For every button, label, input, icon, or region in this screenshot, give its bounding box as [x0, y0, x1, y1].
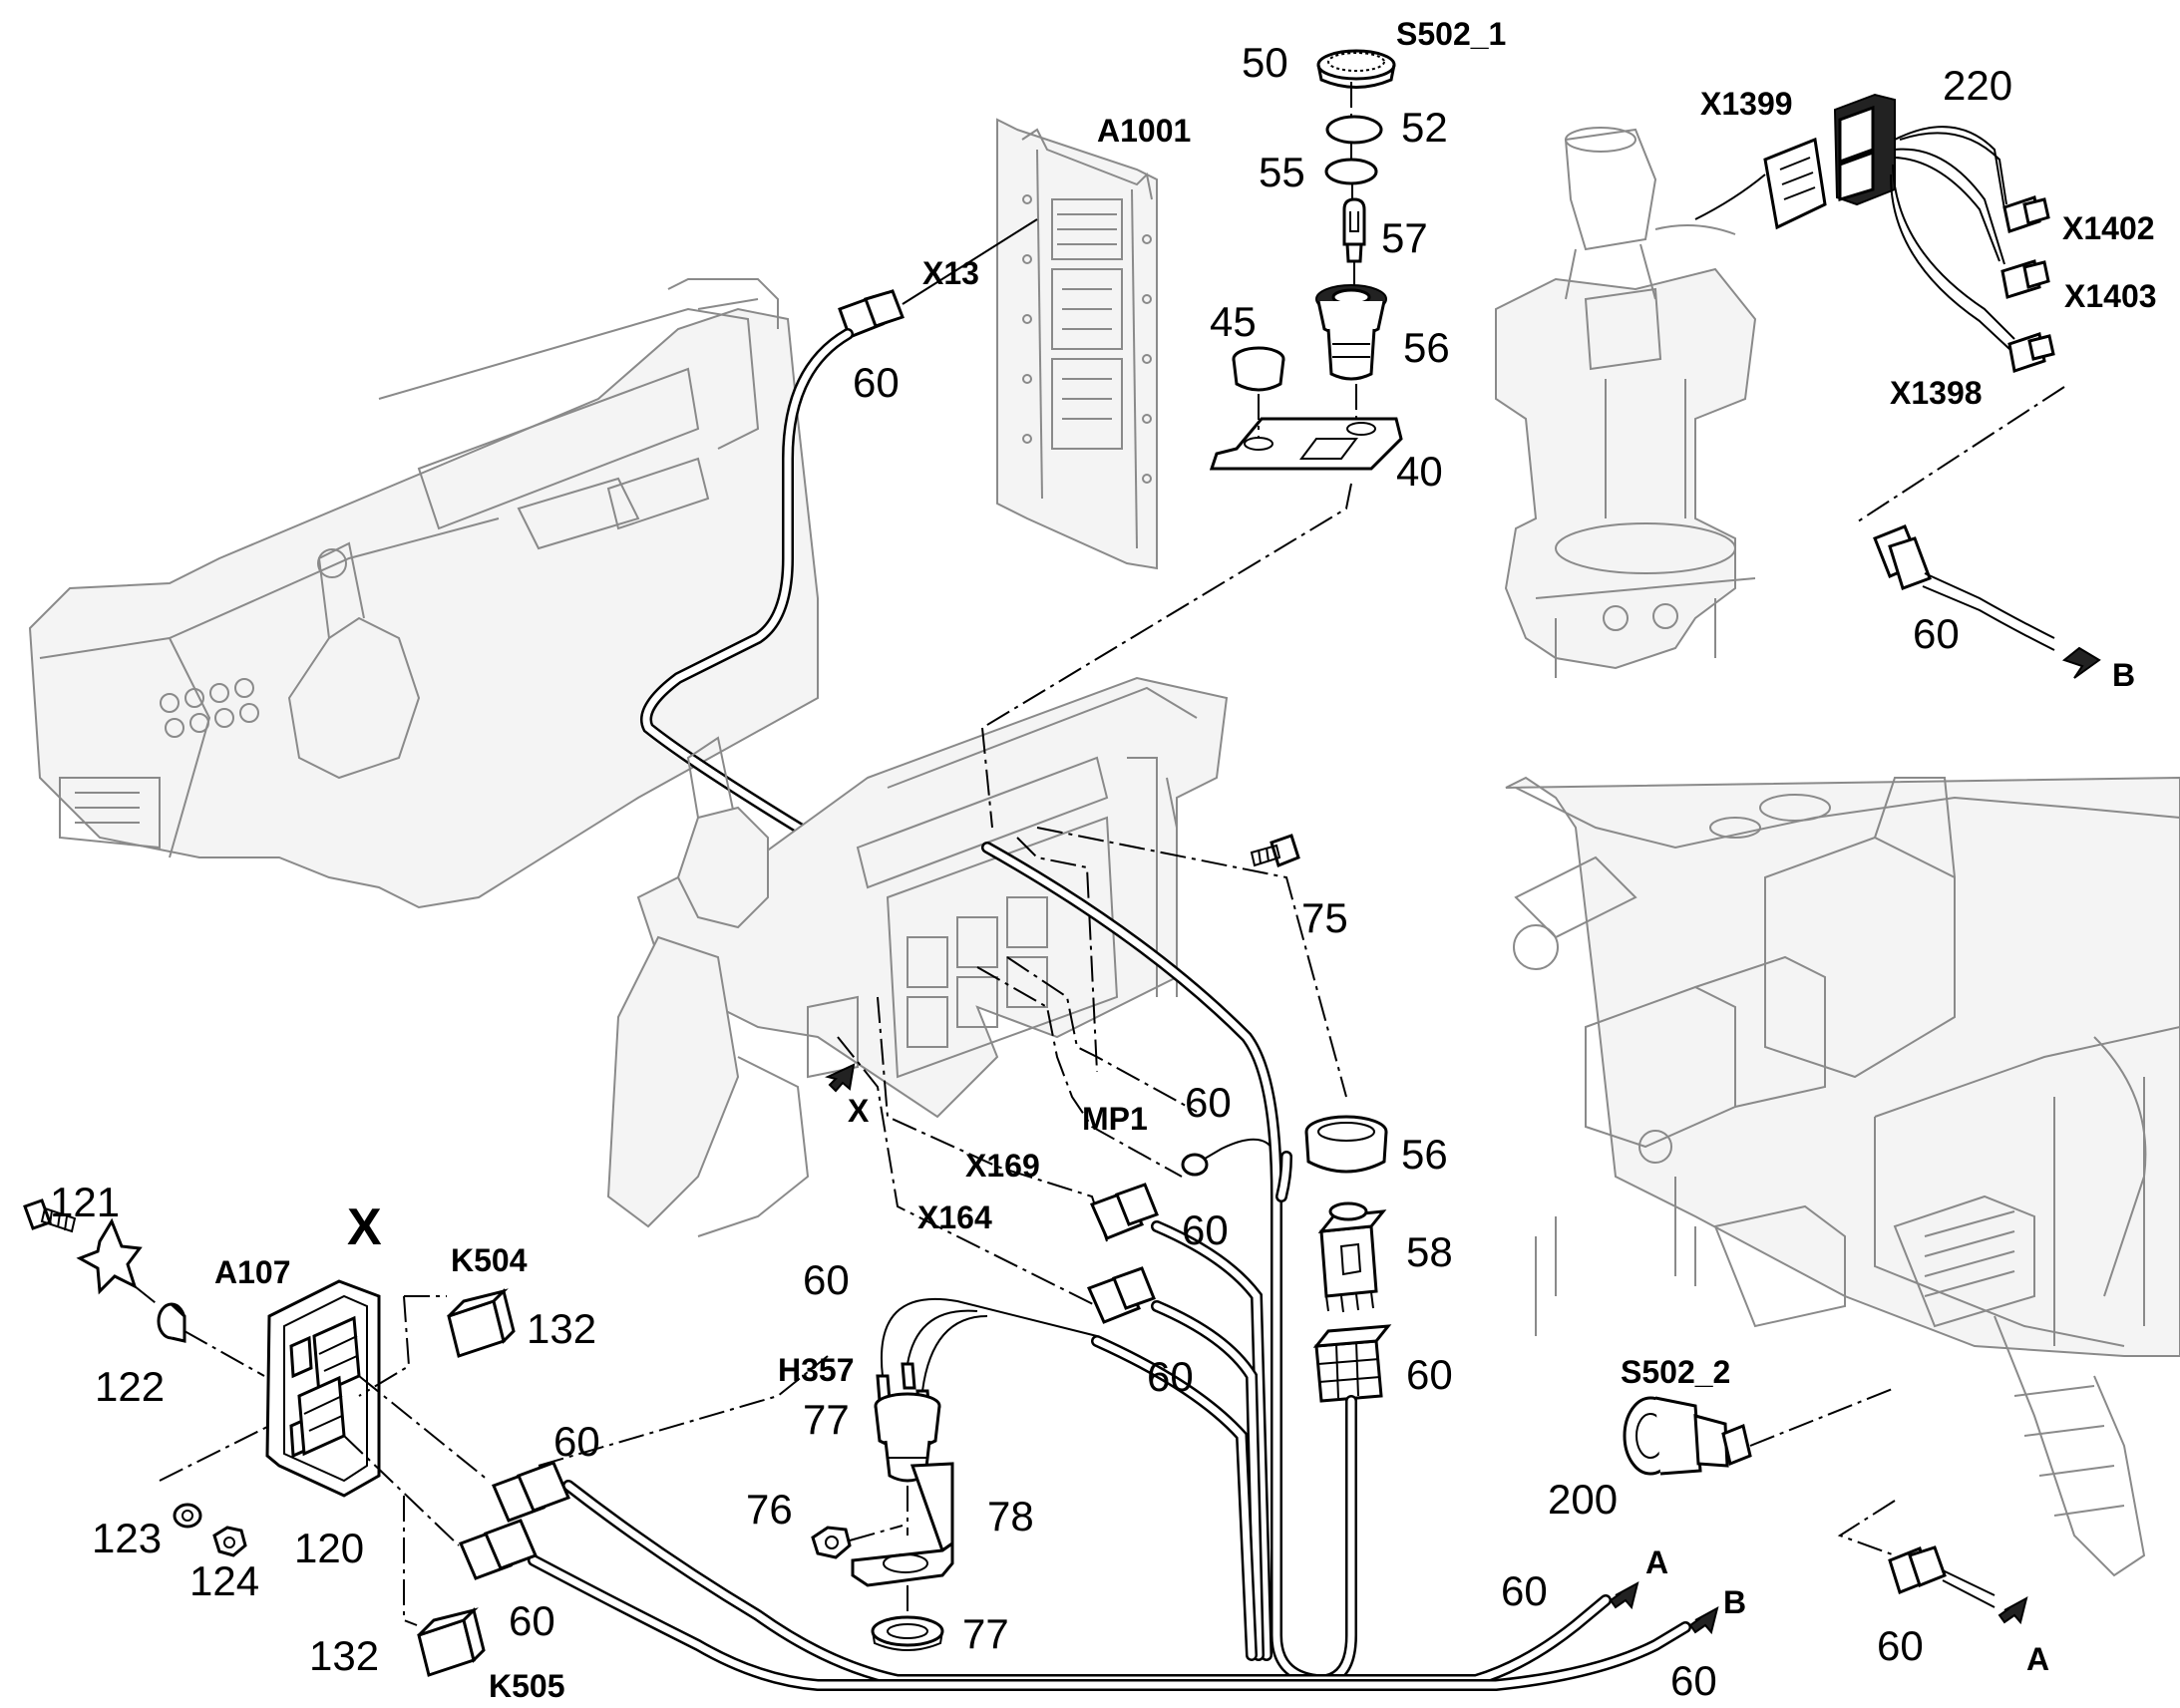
- label-132-bottom: 132: [309, 1632, 379, 1679]
- label-arrow-a-bottom: A: [2026, 1641, 2049, 1677]
- label-132-top: 132: [527, 1305, 596, 1352]
- label-x1399: X1399: [1700, 86, 1793, 122]
- label-45: 45: [1210, 298, 1257, 345]
- label-50: 50: [1242, 39, 1288, 86]
- label-60-cable-a: 60: [1501, 1567, 1548, 1614]
- label-x169: X169: [965, 1148, 1040, 1184]
- screw-75: [1250, 834, 1300, 867]
- label-x1398: X1398: [1890, 375, 1983, 411]
- x169-connector: [1089, 1183, 1159, 1240]
- label-52: 52: [1401, 104, 1448, 151]
- label-60-x13: 60: [853, 359, 900, 406]
- label-k504: K504: [451, 1242, 528, 1278]
- label-60-x169: 60: [1182, 1206, 1229, 1253]
- s502-1-parts: [1209, 49, 1403, 471]
- label-arrow-b-mid: B: [1723, 1584, 1746, 1620]
- label-76: 76: [746, 1486, 793, 1533]
- label-78: 78: [987, 1493, 1034, 1539]
- label-60-a107-bottom: 60: [509, 1597, 555, 1644]
- label-mp1: MP1: [1082, 1101, 1148, 1137]
- arrow-a-mid: [1609, 1581, 1639, 1610]
- label-x-detail: X: [347, 1198, 382, 1256]
- label-122: 122: [95, 1363, 165, 1410]
- label-56-bottom: 56: [1401, 1131, 1448, 1178]
- label-a107: A107: [214, 1254, 291, 1290]
- h357-lamp: [874, 1297, 1098, 1536]
- label-arrow-a-mid: A: [1645, 1544, 1668, 1580]
- label-60-bottomright: 60: [1877, 1622, 1924, 1669]
- label-123: 123: [92, 1515, 162, 1561]
- mp1-terminal: [1181, 1138, 1282, 1197]
- nut-77: [871, 1615, 944, 1651]
- cabinet-ghost: [606, 676, 1229, 1237]
- label-x164: X164: [917, 1199, 992, 1235]
- label-h357: H357: [778, 1352, 855, 1388]
- label-77-bottom: 77: [962, 1610, 1009, 1657]
- label-124: 124: [189, 1557, 259, 1604]
- label-121: 121: [50, 1179, 120, 1225]
- label-58: 58: [1406, 1228, 1453, 1275]
- label-x13: X13: [922, 255, 979, 291]
- label-x1402: X1402: [2062, 210, 2155, 246]
- bottomright-connector: [1888, 1545, 2028, 1625]
- label-40: 40: [1396, 448, 1443, 495]
- x13-connector: [838, 218, 1038, 339]
- label-60-a107-top: 60: [553, 1418, 600, 1465]
- label-77-top: 77: [803, 1396, 850, 1443]
- bracket-78: [851, 1462, 954, 1587]
- joystick-unit: [1495, 127, 1827, 678]
- label-60-58: 60: [1406, 1351, 1453, 1398]
- label-x-ref: X: [848, 1093, 870, 1129]
- detail-x: [23, 1198, 829, 1677]
- switch-56-58: [1304, 1115, 1392, 1403]
- nut-76: [811, 1526, 852, 1559]
- label-60-h357: 60: [803, 1256, 850, 1303]
- operator-console-ghost: [28, 278, 819, 909]
- arrow-b-mid: [1688, 1606, 1719, 1635]
- label-60-cable-b: 60: [1670, 1657, 1717, 1704]
- x1398-mating: [1873, 524, 2101, 679]
- label-k505: K505: [489, 1668, 565, 1704]
- label-55: 55: [1259, 149, 1305, 195]
- label-s502-1: S502_1: [1396, 16, 1506, 52]
- label-arrow-b-top: B: [2112, 657, 2135, 693]
- label-60-mp1: 60: [1185, 1079, 1232, 1126]
- a1001-board: [996, 118, 1158, 570]
- s502-2-switch: [1623, 1396, 1752, 1476]
- label-56-top: 56: [1403, 324, 1450, 371]
- x-ref-arrow: [825, 1063, 856, 1093]
- label-60-x1398: 60: [1913, 610, 1960, 657]
- label-a1001: A1001: [1097, 113, 1191, 149]
- machine-ghost: [1505, 776, 2180, 1577]
- label-x1403: X1403: [2064, 278, 2157, 314]
- harness-220: [1833, 93, 2055, 373]
- label-200: 200: [1548, 1476, 1618, 1523]
- label-75: 75: [1301, 894, 1348, 941]
- label-220: 220: [1943, 62, 2012, 109]
- label-s502-2: S502_2: [1621, 1354, 1730, 1390]
- label-120: 120: [294, 1525, 364, 1571]
- label-60-x164: 60: [1147, 1353, 1194, 1400]
- label-57: 57: [1381, 214, 1428, 261]
- x164-connector: [1086, 1266, 1156, 1324]
